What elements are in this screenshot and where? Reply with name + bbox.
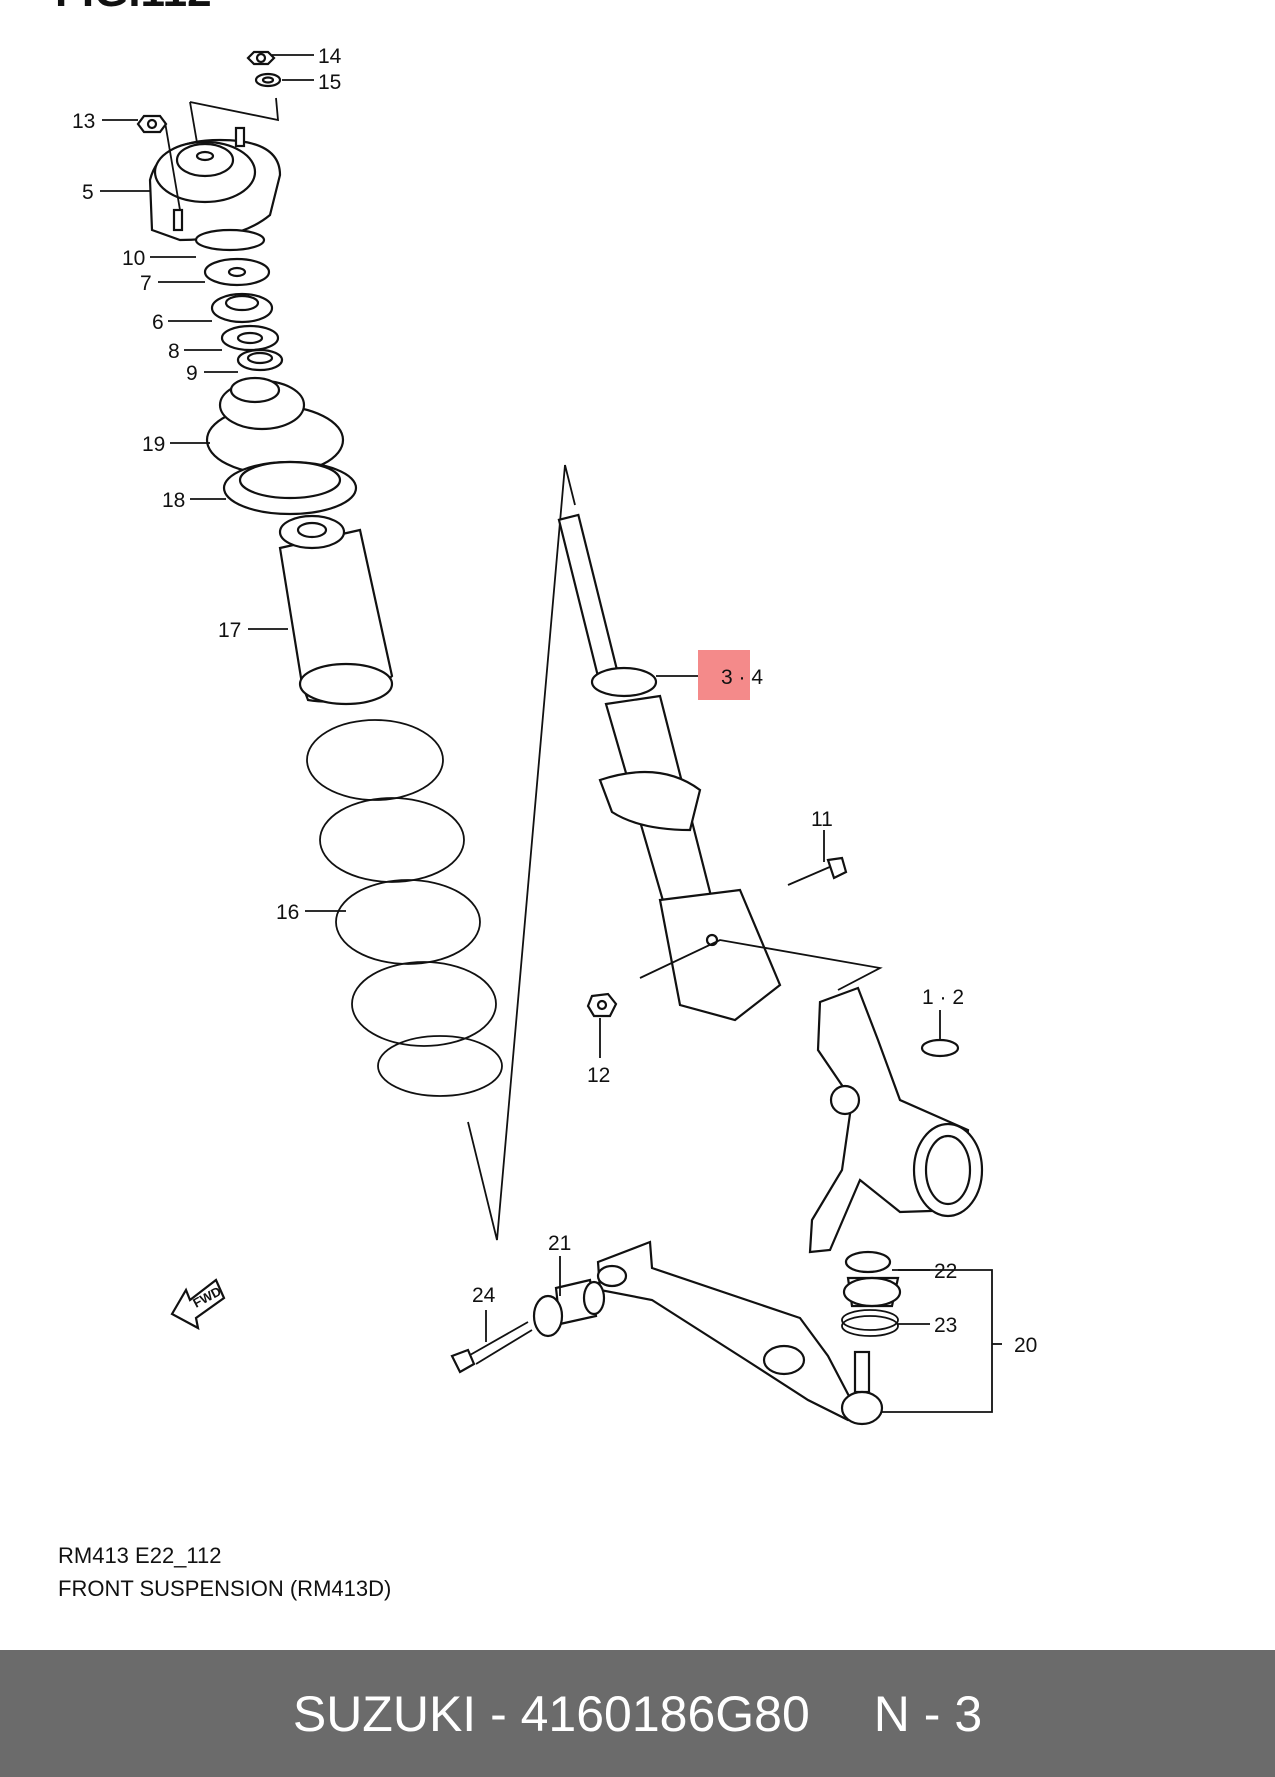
- figure-title: FIG.112: [55, 0, 212, 16]
- part-strut-mount-5: [148, 126, 282, 242]
- callout-18: 18: [162, 489, 185, 512]
- callout-16: 16: [276, 901, 299, 924]
- part-number-footer: SUZUKI - 4160186G80 N - 3: [0, 1650, 1275, 1777]
- part-bearing-9: [236, 348, 284, 372]
- page-indicator: N - 3: [873, 1685, 983, 1742]
- part-nut-12: [586, 992, 618, 1018]
- callout-10: 10: [122, 247, 145, 270]
- part-nut-13: [136, 114, 168, 134]
- callout-7: 7: [140, 272, 152, 295]
- callout-12: 12: [587, 1064, 610, 1087]
- callout-6: 6: [152, 311, 164, 334]
- part-spring-seat-19: [205, 376, 345, 476]
- part-washer-7: [203, 257, 271, 287]
- callout-19: 19: [142, 433, 165, 456]
- part-strut-3-4: [557, 513, 782, 1022]
- exploded-parts-diagram: FIG.112: [55, 0, 1037, 1426]
- part-bolt-11: [787, 856, 848, 886]
- diagram-title: FRONT SUSPENSION (RM413D): [58, 1576, 392, 1601]
- callout-11: 11: [811, 808, 833, 831]
- part-knuckle-1-2: [808, 986, 984, 1254]
- part-bushing-6: [210, 292, 274, 324]
- part-ring-10: [194, 228, 266, 252]
- highlight-box: [698, 650, 750, 700]
- part-washer-8: [220, 324, 280, 352]
- part-insulator-18: [222, 460, 358, 516]
- part-nut-14: [246, 50, 276, 66]
- callout-1-2: 1 · 2: [922, 986, 964, 1009]
- part-boot-17: [278, 514, 394, 706]
- callout-21: 21: [548, 1232, 571, 1255]
- callout-15: 15: [318, 71, 341, 94]
- part-bolt-24: [450, 1321, 533, 1374]
- callout-20: 20: [1014, 1334, 1037, 1357]
- part-number-text: SUZUKI - 4160186G80: [292, 1685, 810, 1742]
- part-coil-spring-16: [306, 719, 503, 1097]
- part-boot-22: [842, 1250, 902, 1308]
- callout-5: 5: [82, 181, 94, 204]
- fwd-arrow: FWD: [170, 1278, 226, 1331]
- diagram-code: RM413 E22_112: [58, 1543, 222, 1568]
- callout-3-4: 3 · 4: [721, 666, 763, 689]
- callout-9: 9: [186, 362, 198, 385]
- part-lower-arm-20: [596, 1240, 864, 1422]
- callout-13: 13: [72, 110, 95, 133]
- part-clip-23: [841, 1309, 899, 1337]
- callout-22: 22: [934, 1260, 957, 1283]
- callout-14: 14: [318, 45, 342, 68]
- callout-17: 17: [218, 619, 241, 642]
- part-washer-15: [254, 72, 282, 88]
- part-bushing-21: [532, 1278, 606, 1338]
- callout-8: 8: [168, 340, 180, 363]
- part-ball-joint: [840, 1350, 884, 1426]
- callout-23: 23: [934, 1314, 957, 1337]
- leader-lines: [100, 54, 941, 1342]
- callout-24: 24: [472, 1284, 496, 1307]
